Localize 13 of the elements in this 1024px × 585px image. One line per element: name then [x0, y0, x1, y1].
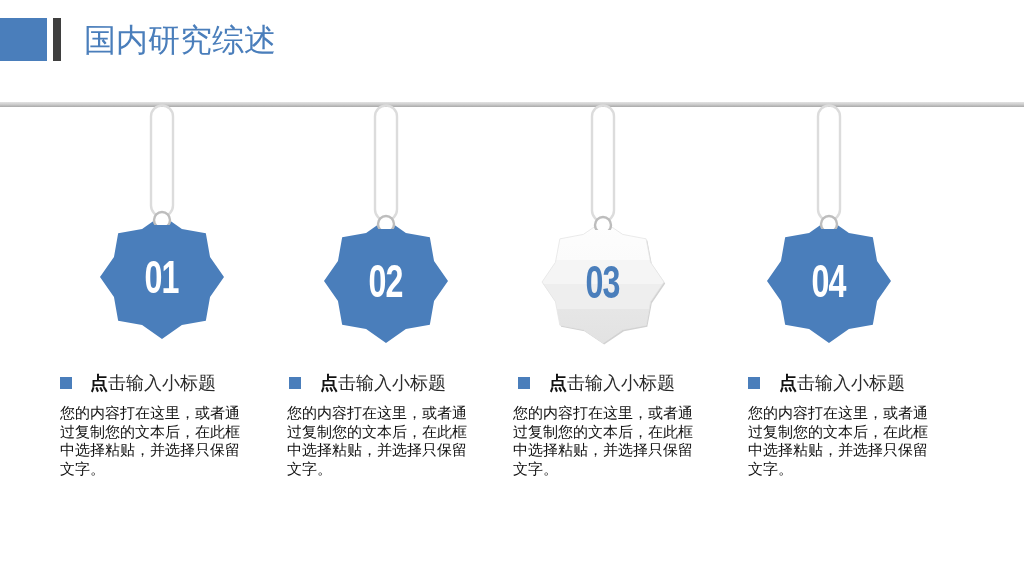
badge-number: 01: [144, 257, 180, 297]
subtitle: 点击输入小标题: [320, 372, 446, 394]
body-text: 您的内容打在这里，或者通过复制您的文本后，在此框中选择粘贴，并选择只保留文字。: [748, 404, 929, 479]
subtitle: 点击输入小标题: [549, 372, 675, 394]
badge-number: 04: [811, 261, 847, 301]
subtitle: 点击输入小标题: [90, 372, 216, 394]
page-title: 国内研究综述: [84, 20, 276, 61]
body-text: 您的内容打在这里，或者通过复制您的文本后，在此框中选择粘贴，并选择只保留文字。: [60, 404, 241, 479]
badge-number: 02: [368, 261, 404, 301]
body-text: 您的内容打在这里，或者通过复制您的文本后，在此框中选择粘贴，并选择只保留文字。: [513, 404, 694, 479]
badge-number: 03: [585, 262, 621, 302]
subtitle: 点击输入小标题: [779, 372, 905, 394]
body-text: 您的内容打在这里，或者通过复制您的文本后，在此框中选择粘贴，并选择只保留文字。: [287, 404, 468, 479]
